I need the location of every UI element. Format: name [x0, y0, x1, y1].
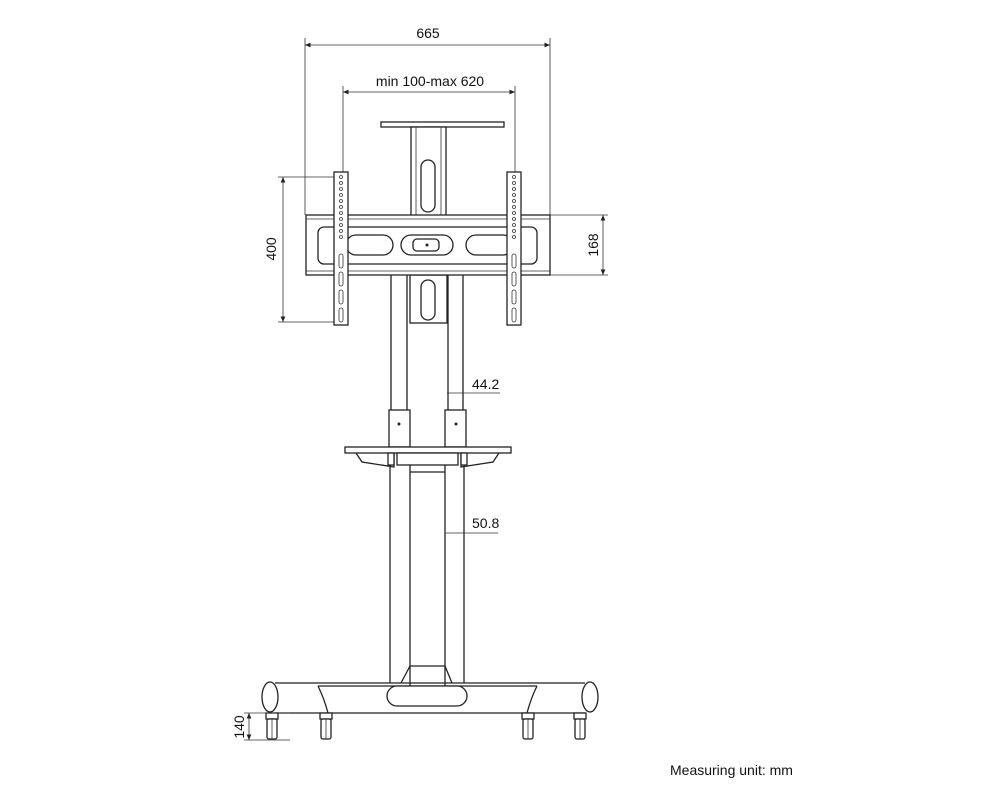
- measuring-unit-note: Measuring unit: mm: [670, 762, 793, 778]
- dimension-caster-height: 140: [231, 712, 290, 741]
- dimension-lower-tube: 50.8: [445, 515, 499, 534]
- dimension-vesa-range: min 100-max 620: [342, 73, 516, 175]
- vesa-bracket-left: [333, 171, 349, 326]
- dimension-bracket-height: 400: [263, 176, 336, 323]
- dimension-crossbar-height: 168: [550, 214, 608, 276]
- middle-shelf: [344, 446, 512, 473]
- dim-label-665: 665: [416, 25, 440, 41]
- dimension-overall-width: 665: [304, 25, 551, 215]
- base-frame: [261, 681, 599, 714]
- upper-tubes: [388, 275, 467, 448]
- dim-label-44-2: 44.2: [472, 376, 499, 392]
- lower-tubes: [389, 465, 465, 700]
- dim-label-168: 168: [585, 233, 601, 257]
- dim-label-140: 140: [231, 715, 247, 739]
- dim-label-50-8: 50.8: [472, 515, 499, 531]
- dimension-upper-tube: 44.2: [447, 376, 500, 394]
- dim-label-vesa: min 100-max 620: [376, 73, 484, 89]
- vesa-bracket-right: [506, 171, 522, 326]
- casters: [265, 712, 587, 740]
- dim-label-400: 400: [263, 237, 279, 261]
